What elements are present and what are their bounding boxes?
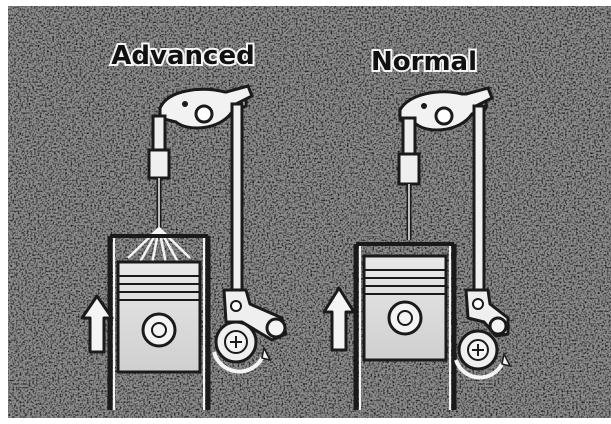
piston-pin-icon: [389, 302, 421, 334]
pushrod-icon: [232, 104, 242, 294]
panel-title-advanced: Advanced: [111, 41, 254, 71]
camshaft-icon: [216, 322, 256, 362]
piston-pin-icon: [143, 314, 175, 346]
piston-icon: [118, 262, 200, 372]
pushrod-icon: [474, 106, 484, 294]
panel-title-normal: Normal: [371, 47, 477, 77]
piston-icon: [364, 256, 446, 360]
camshaft-icon: [459, 331, 497, 369]
